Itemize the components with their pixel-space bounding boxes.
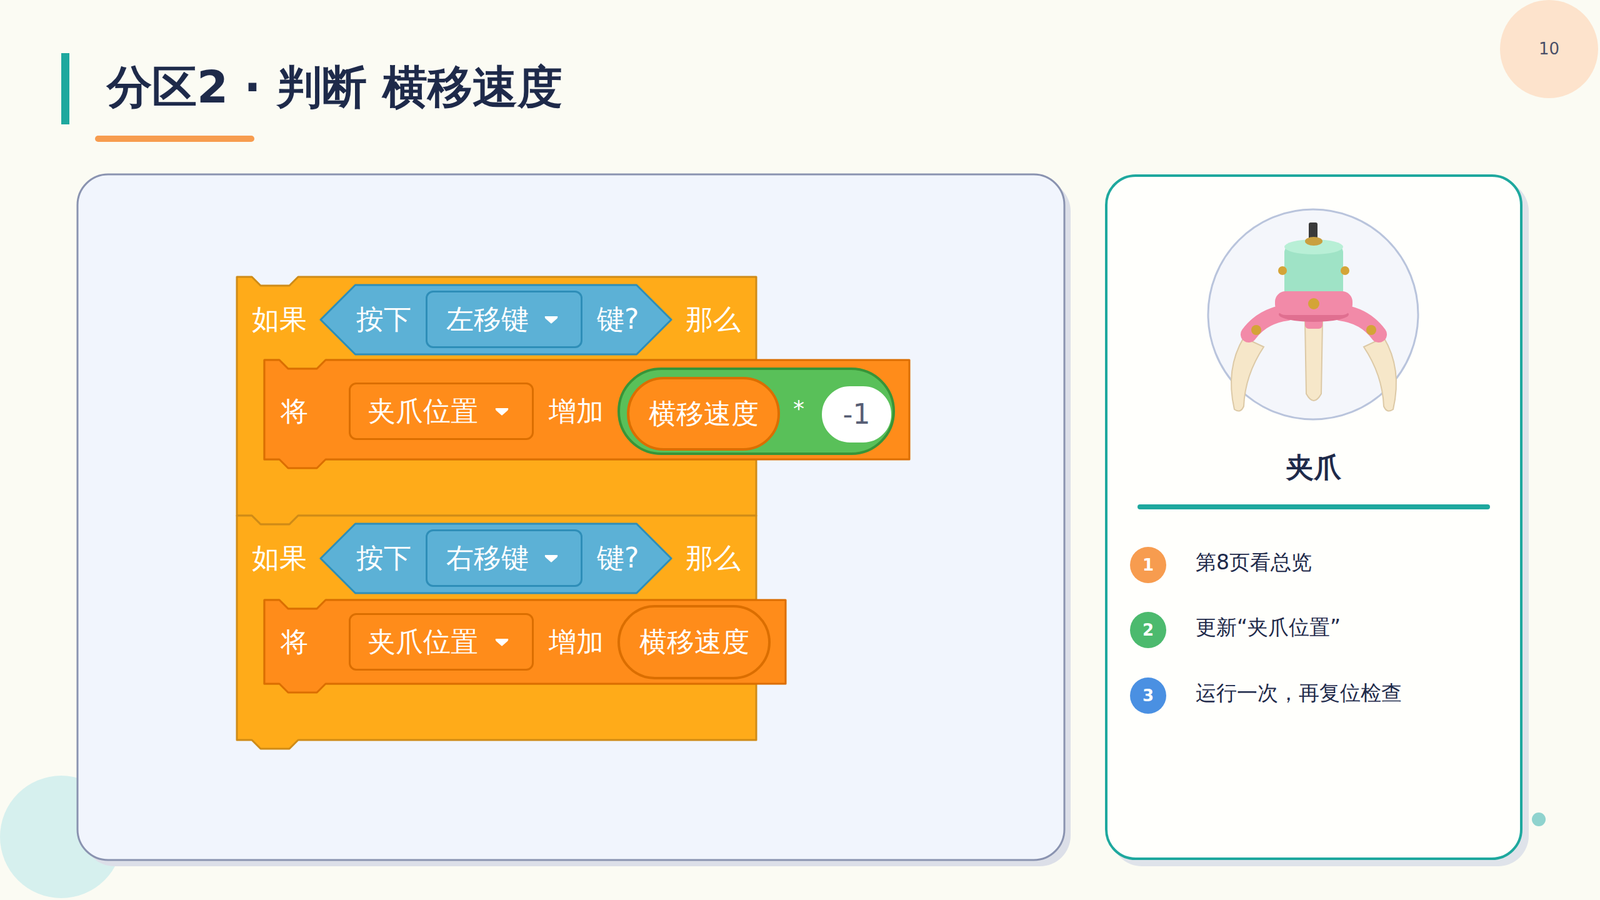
claw-finger xyxy=(1305,321,1323,401)
dropdown-arrow xyxy=(493,636,510,648)
node-text: 夹爪位置 xyxy=(368,391,479,431)
key-dropdown: 左移键 xyxy=(425,290,583,349)
page-number: 10 xyxy=(1500,0,1599,99)
node-text: 横移速度 xyxy=(629,394,778,434)
block-shape xyxy=(264,360,910,469)
step-number: 3 xyxy=(1130,677,1167,714)
dropdown-arrow xyxy=(543,313,560,325)
step-text: 更新“夹爪位置” xyxy=(1195,613,1341,642)
claw-body-top xyxy=(1284,239,1344,255)
title-underline xyxy=(95,135,255,142)
node-text: -1 xyxy=(824,395,889,434)
illustration-circle xyxy=(1208,209,1419,420)
arrow-shape xyxy=(495,638,509,647)
code-panel xyxy=(77,174,1065,860)
node-text: 键? xyxy=(596,300,639,339)
title-bar xyxy=(61,53,70,125)
node-text: 左移键 xyxy=(446,300,529,339)
key-dropdown: 右移键 xyxy=(425,529,583,587)
variable-dropdown: 夹爪位置 xyxy=(348,613,534,671)
claw-rivet xyxy=(1308,298,1320,310)
decor-dot xyxy=(1531,812,1546,827)
node-text: 将 xyxy=(280,391,309,431)
node-text: 增加 xyxy=(548,622,604,662)
claw-illustration xyxy=(1208,209,1419,420)
claw-rivet xyxy=(1340,266,1350,275)
if-block: 如果那么按下键?左移键将增加夹爪位置*横移速度-1 xyxy=(236,276,757,516)
claw-joint xyxy=(1251,325,1262,335)
claw-arm xyxy=(1340,312,1379,335)
claw-finger xyxy=(1231,337,1264,412)
variable-dropdown: 夹爪位置 xyxy=(348,382,534,440)
card-divider xyxy=(1137,504,1490,510)
slide-title: 分区2 · 判断 横移速度 xyxy=(106,55,563,119)
node-text: 键? xyxy=(596,538,639,578)
key-pressed-boolean: 按下 键? 左移键 xyxy=(320,285,672,355)
dropdown-arrow xyxy=(493,405,510,417)
arrow-shape xyxy=(545,555,559,563)
node-text: 2 xyxy=(1130,618,1167,642)
claw-cable xyxy=(1308,222,1318,242)
claw-collar xyxy=(1275,291,1353,315)
node-text: 那么 xyxy=(685,300,741,339)
node-text: 10 xyxy=(1500,37,1599,60)
node-text: 1 xyxy=(1130,553,1167,577)
node-text: 如果 xyxy=(251,300,307,339)
claw-finger xyxy=(1363,337,1397,412)
node-text: 夹爪位置 xyxy=(368,622,479,662)
node-text: 横移速度 xyxy=(620,622,769,662)
claw-knob xyxy=(1305,236,1323,246)
hexagon-shape xyxy=(320,285,672,355)
node-text: 将 xyxy=(280,622,309,662)
if-block: 如果那么按下键?右移键将增加夹爪位置横移速度 xyxy=(236,515,757,740)
key-pressed-boolean: 按下 键? 右移键 xyxy=(320,523,672,594)
node-text: 如果 xyxy=(251,538,307,578)
arrow-shape xyxy=(495,408,509,416)
number-input: -1 xyxy=(821,386,892,443)
claw-joint xyxy=(1366,325,1377,335)
node-text: * xyxy=(793,393,805,425)
claw-rivet xyxy=(1278,266,1287,275)
claw-neck xyxy=(1305,312,1323,329)
hexagon-shape xyxy=(320,523,672,594)
step-number: 2 xyxy=(1130,611,1167,649)
claw-collar-base xyxy=(1278,306,1349,322)
node-text: 按下 xyxy=(356,300,412,339)
node-text: 3 xyxy=(1130,684,1167,707)
step-text: 运行一次，再复位检查 xyxy=(1195,678,1402,708)
dropdown-arrow xyxy=(543,552,560,564)
node-text: 按下 xyxy=(356,538,412,578)
change-variable-block: 将 增加 夹爪位置 横移速度 xyxy=(264,600,786,684)
node-text: 夹爪 xyxy=(1107,448,1520,487)
node-text: 增加 xyxy=(548,391,604,431)
claw-body xyxy=(1284,245,1344,299)
variable-reporter: 横移速度 xyxy=(617,605,771,680)
arrow-shape xyxy=(545,316,559,324)
block-shape xyxy=(264,600,786,693)
info-card: 夹爪 1 2 3 xyxy=(1105,174,1523,860)
variable-reporter: 横移速度 xyxy=(626,376,780,451)
step-text: 第8页看总览 xyxy=(1195,548,1312,577)
claw-arm xyxy=(1248,312,1288,335)
multiply-operator: * 横移速度 -1 xyxy=(617,367,895,455)
node-text: 右移键 xyxy=(446,538,529,578)
step-number: 1 xyxy=(1130,546,1167,584)
node-text: 那么 xyxy=(685,538,741,578)
change-variable-block: 将 增加 夹爪位置 * 横移速度 -1 xyxy=(264,360,910,460)
